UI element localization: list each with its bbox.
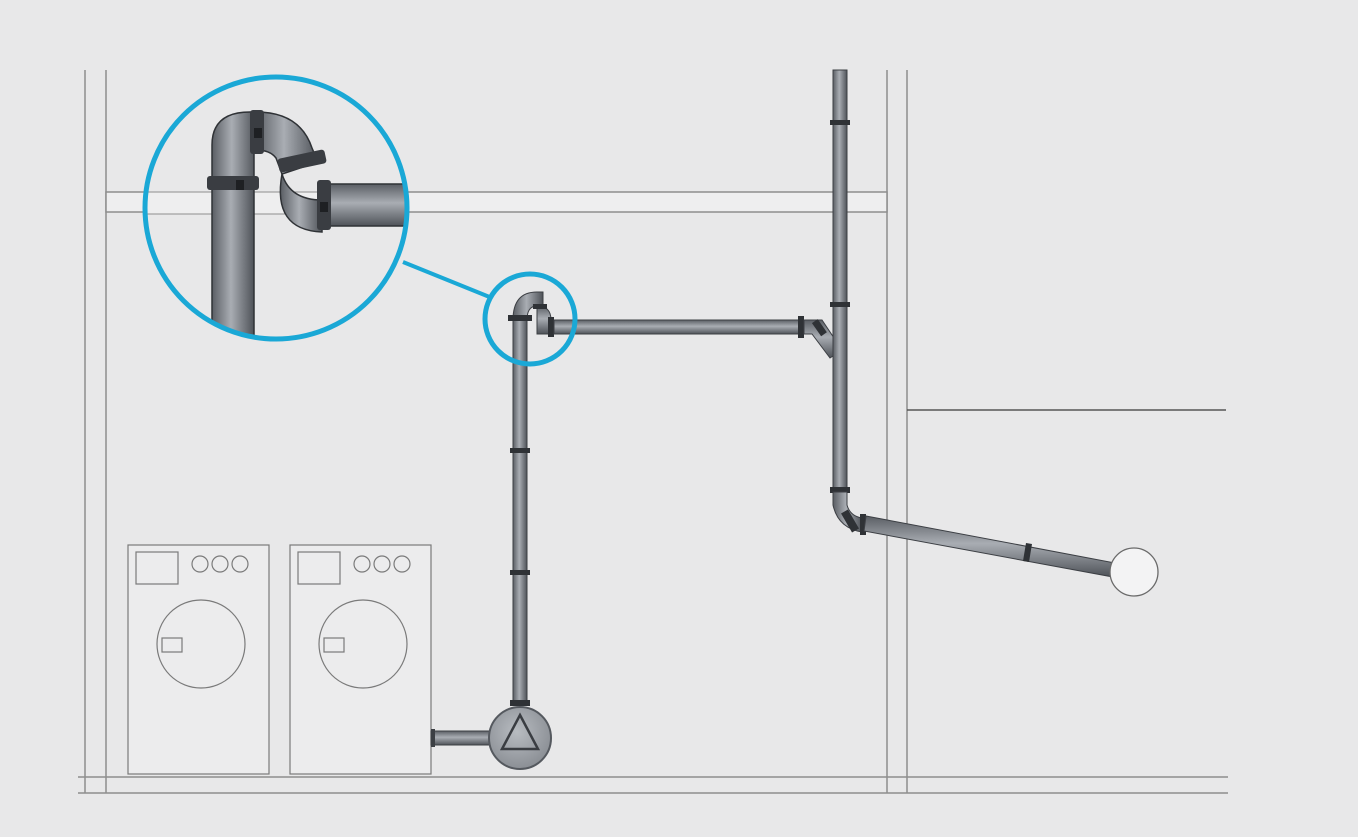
pipe-clamp [510,700,530,706]
washer-door [318,599,408,689]
sewer-outlet-pipe [863,515,1116,578]
lift-pump [488,706,552,770]
washer-display [135,551,179,585]
horizontal-branch-pipe [553,316,843,359]
magnifier-callout [142,74,410,342]
pipe-clamp [798,316,804,338]
pipe-clamp [510,570,530,575]
washer-display [297,551,341,585]
pipe-clamp [510,448,530,453]
callout-leader-line [402,260,493,300]
washer-knob [353,555,371,573]
callout-target-ring [482,271,578,367]
riser-elbow [508,291,554,337]
washing-machine-right [289,544,432,775]
washer-knob [191,555,209,573]
washer-door-handle [323,637,345,653]
washer-door [156,599,246,689]
vertical-riser-pipe [510,319,530,706]
coupling-clamp [207,176,259,190]
pump-triangle-icon [499,712,541,751]
washer-knob [393,555,411,573]
pipe-clamp [830,120,850,125]
washing-machine-left [127,544,270,775]
sewer-manhole [1109,547,1159,597]
main-stack-pipe [830,69,866,535]
pipe-clamp [830,302,850,307]
washer-knob [373,555,391,573]
washer-knob [231,555,249,573]
magnified-callout [142,74,410,342]
pipe-clamp [1023,543,1032,562]
pipe-clamp [830,487,850,493]
washer-knob [211,555,229,573]
coupling-clamp [277,149,327,173]
washer-door-handle [161,637,183,653]
washer-drain-pipe [430,729,498,747]
